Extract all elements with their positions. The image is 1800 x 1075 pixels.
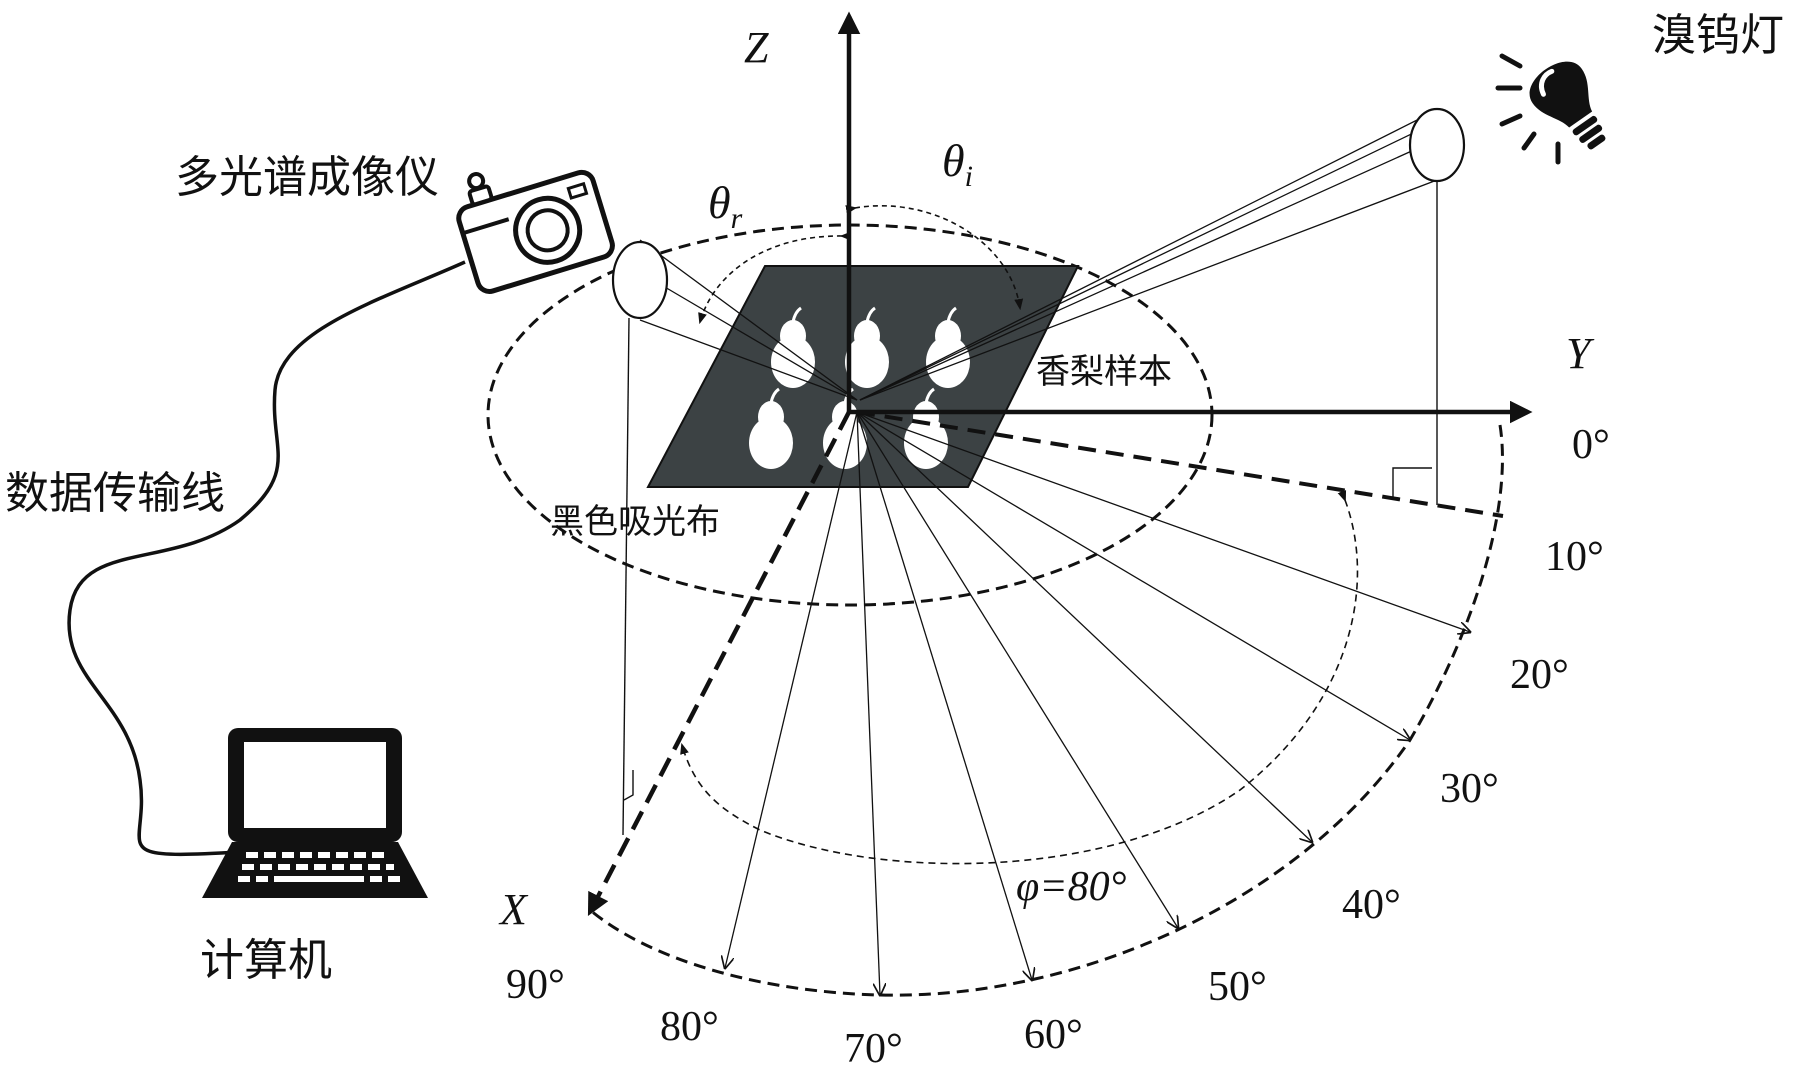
lightbulb-icon	[1495, 53, 1606, 165]
sample-label: 香梨样本	[1036, 352, 1172, 392]
azimuth-label-30: 30°	[1440, 766, 1499, 812]
azimuth-label-60: 60°	[1024, 1012, 1083, 1058]
camera-icon	[456, 169, 615, 294]
azimuth-label-80: 80°	[660, 1004, 719, 1050]
computer-label: 计算机	[200, 935, 332, 986]
azimuth-label-0: 0°	[1572, 422, 1610, 468]
phi-arrow	[680, 490, 1359, 865]
z-axis-label: Z	[744, 23, 769, 72]
azimuth-label-10: 10°	[1545, 534, 1604, 580]
cable-label: 数据传输线	[5, 468, 225, 519]
right-angle-marker	[1392, 467, 1432, 497]
theta-i-arc	[845, 204, 1024, 311]
azimuth-arc	[589, 424, 1504, 997]
phi-label: φ=80°	[1016, 864, 1127, 910]
pear	[845, 306, 889, 388]
azimuth-10-line	[856, 410, 1504, 518]
laptop-icon	[202, 728, 428, 898]
theta-r-label: θr	[708, 177, 743, 235]
pear	[904, 387, 948, 469]
x-axis-label: X	[498, 885, 529, 934]
lamp-beam	[859, 109, 1438, 401]
x-axis	[587, 410, 851, 916]
camera-right-angle	[623, 770, 634, 801]
lamp-aperture	[1408, 107, 1466, 183]
camera-drop-line	[622, 317, 630, 836]
data-cable	[67, 260, 466, 857]
theta-i-label: θi	[942, 135, 973, 193]
azimuth-label-50: 50°	[1208, 964, 1267, 1010]
azimuth-label-90: 90°	[506, 962, 565, 1008]
azimuth-label-70: 70°	[844, 1026, 903, 1072]
lamp-label: 溴钨灯	[1652, 10, 1784, 61]
azimuth-label-20: 20°	[1510, 652, 1569, 698]
camera-label: 多光谱成像仪	[175, 152, 439, 203]
camera-aperture	[611, 240, 669, 320]
y-axis-label: Y	[1566, 329, 1595, 378]
azimuth-label-40: 40°	[1342, 882, 1401, 928]
pear	[749, 387, 793, 469]
cloth-label: 黑色吸光布	[550, 502, 720, 542]
